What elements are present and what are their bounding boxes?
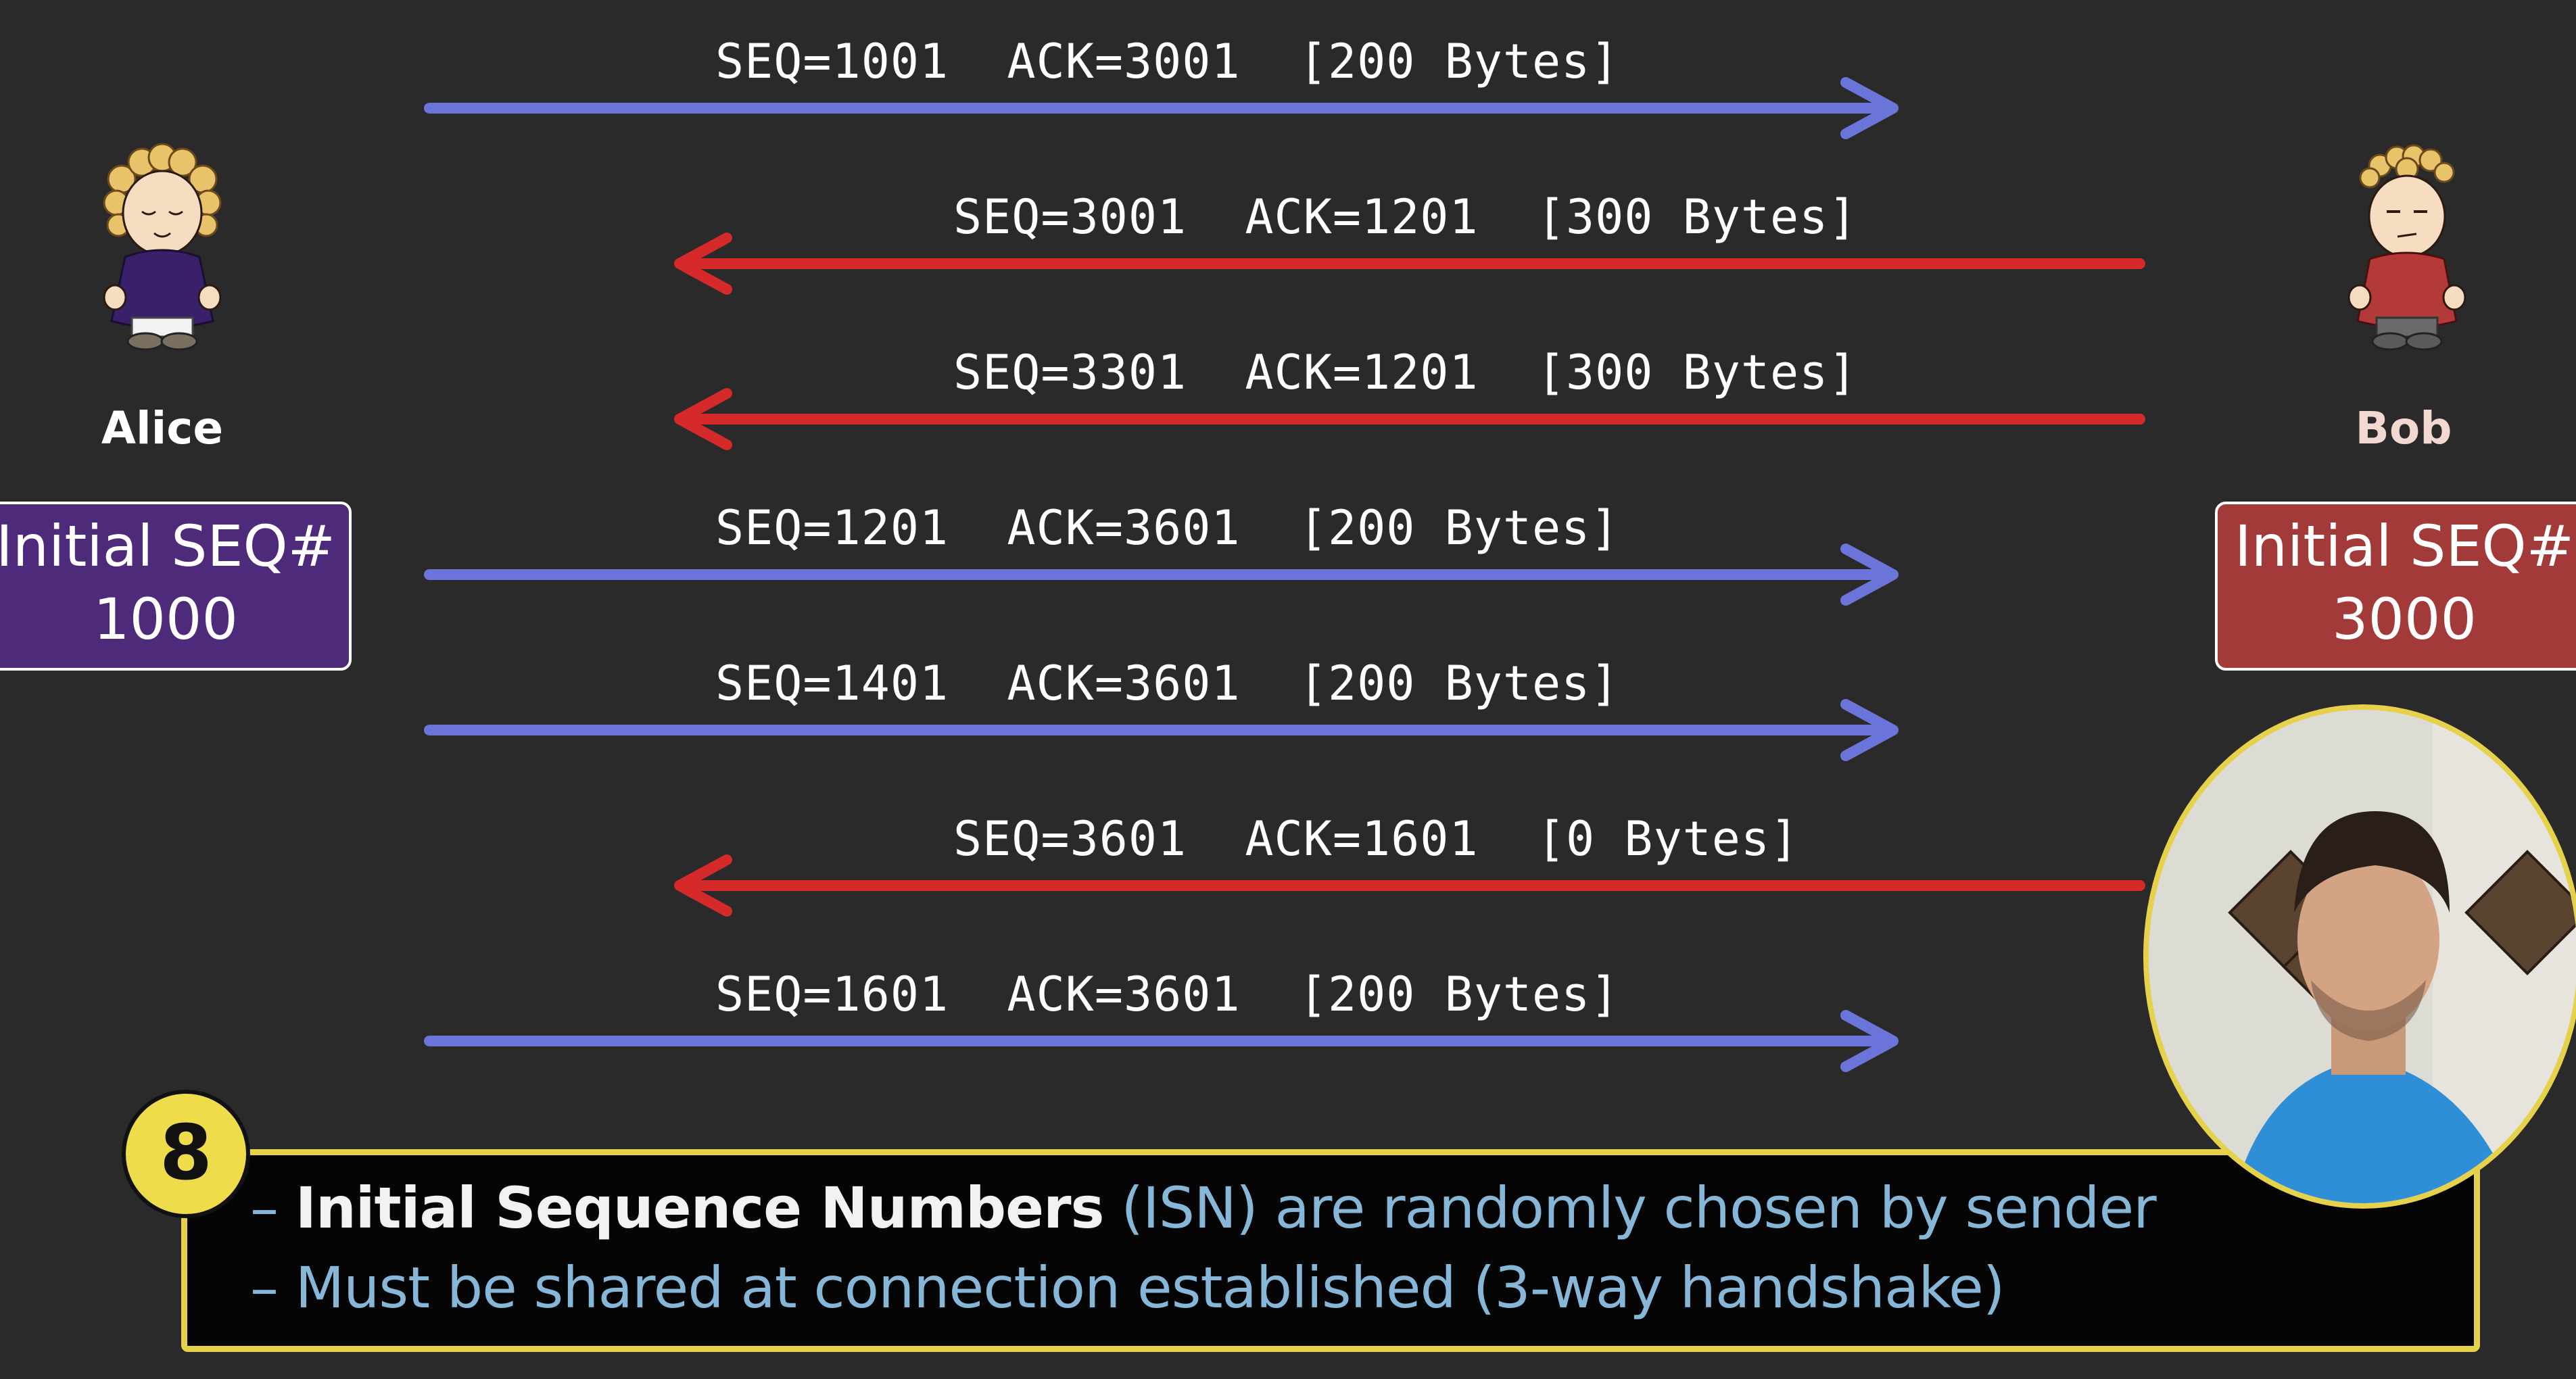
- alice-isn-value: 1000: [93, 586, 238, 652]
- message-arrow-head: [674, 233, 732, 295]
- caption-line-1-bold: Initial Sequence Numbers: [295, 1175, 1105, 1241]
- message-arrow-head: [1840, 77, 1899, 139]
- bob-isn-title: Initial SEQ#: [2234, 513, 2575, 579]
- message-arrow-head: [674, 854, 732, 917]
- presenter-webcam: [2143, 704, 2576, 1209]
- message-arrows: [424, 77, 2145, 1072]
- bob-isn-value: 3000: [2332, 586, 2477, 652]
- caption-box: [181, 1149, 2480, 1352]
- message-arrow-head: [1840, 1010, 1899, 1072]
- alice-avatar-icon: [103, 143, 222, 351]
- bob-name-label: Bob: [2355, 402, 2452, 454]
- alice-name-label: Alice: [101, 402, 224, 454]
- message-label: SEQ=1201 ACK=3601 [200 Bytes]: [715, 500, 1620, 556]
- message-label: SEQ=3601 ACK=1601 [0 Bytes]: [953, 811, 1800, 867]
- caption-line-1-dash: –: [250, 1175, 295, 1241]
- presenter-webcam-image: [2149, 710, 2576, 1203]
- message-arrow-head: [674, 388, 732, 450]
- alice-isn-title: Initial SEQ#: [0, 513, 336, 579]
- message-label: SEQ=1001 ACK=3001 [200 Bytes]: [715, 34, 1620, 89]
- message-arrow-head: [1840, 699, 1899, 761]
- caption-line-1-rest: are randomly chosen by sender: [1257, 1175, 2156, 1241]
- caption-line-1: – Initial Sequence Numbers (ISN) are ran…: [250, 1175, 2157, 1241]
- message-arrow-head: [1840, 543, 1899, 606]
- caption-line-1-isn: (ISN): [1103, 1175, 1258, 1241]
- step-number-badge: 8: [122, 1090, 250, 1218]
- message-label: SEQ=1401 ACK=3601 [200 Bytes]: [715, 656, 1620, 711]
- bob-initial-seq-box: Initial SEQ# 3000: [2215, 502, 2576, 671]
- message-label: SEQ=3301 ACK=1201 [300 Bytes]: [953, 345, 1858, 400]
- bob-avatar-icon: [2347, 144, 2466, 351]
- alice-initial-seq-box: Initial SEQ# 1000: [0, 502, 352, 671]
- message-label: SEQ=1601 ACK=3601 [200 Bytes]: [715, 967, 1620, 1022]
- caption-line-2: – Must be shared at connection establish…: [250, 1255, 2005, 1321]
- message-label: SEQ=3001 ACK=1201 [300 Bytes]: [953, 189, 1858, 245]
